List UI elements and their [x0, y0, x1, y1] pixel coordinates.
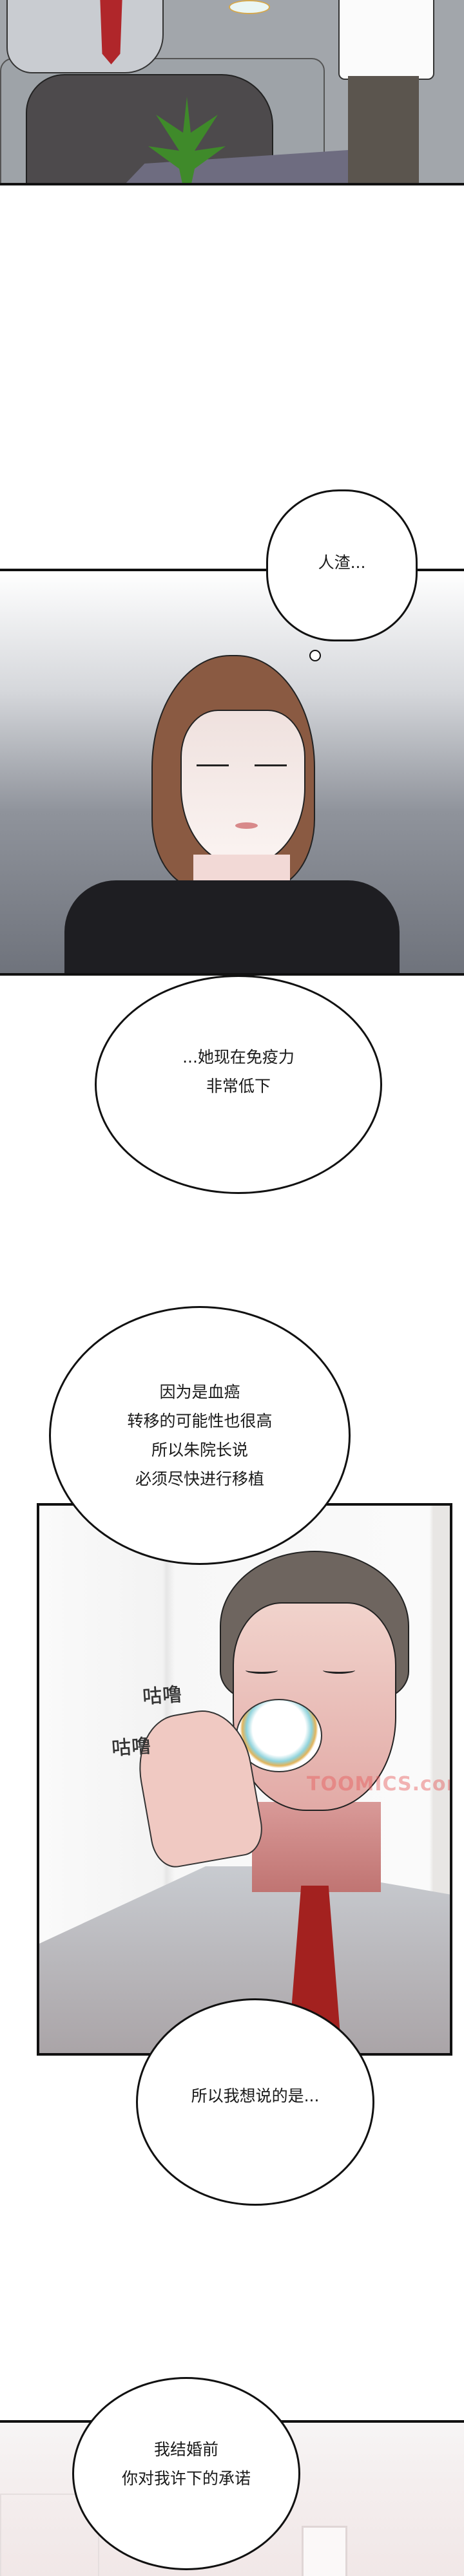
woman-eye-left: [197, 764, 229, 773]
dialogue-line: ...她现在免疫力: [182, 1048, 295, 1066]
toomics-watermark-logo: TOOMICS.com: [307, 1773, 452, 1795]
man-eye-left: [246, 1667, 278, 1674]
thought-tail-dot: [309, 650, 321, 661]
thought-bubble: 人渣...: [266, 489, 418, 641]
panel-office-sofa: [0, 0, 464, 185]
dialogue-line: 所以我想说的是...: [191, 2086, 320, 2105]
speech-bubble-2: 因为是血癌 转移的可能性也很高 所以朱院长说 必须尽快进行移植: [49, 1306, 351, 1565]
red-tie: [100, 0, 122, 64]
woman-white-coat: [338, 0, 434, 80]
speech-bubble-3: 所以我想说的是...: [136, 1998, 374, 2206]
dialogue-line: 我结婚前: [153, 2440, 218, 2459]
thought-text: 人渣...: [318, 553, 366, 572]
panel-woman-thinking: [0, 569, 464, 976]
woman-eye-right: [255, 764, 287, 773]
dialogue-line: 因为是血癌: [159, 1383, 240, 1401]
dialogue-line: 你对我许下的承诺: [121, 2469, 251, 2488]
speech-bubble-1: ...她现在免疫力 非常低下: [95, 975, 382, 1194]
woman-lips: [235, 822, 258, 829]
dialogue-line: 非常低下: [206, 1077, 271, 1095]
panel-man-drinking-tea: 咕噜 咕噜 TOOMICS.com: [37, 1503, 452, 2056]
dialogue-line: 转移的可能性也很高: [127, 1412, 273, 1430]
dialogue-line: 必须尽快进行移植: [135, 1470, 264, 1488]
man-torso: [6, 0, 164, 73]
woman-face: [180, 710, 305, 867]
dialogue-line: 所以朱院长说: [151, 1441, 248, 1459]
woman-legs: [348, 76, 419, 183]
man-neck: [252, 1802, 381, 1892]
speech-bubble-4: 我结婚前 你对我许下的承诺: [72, 2377, 300, 2570]
man-eye-right: [323, 1667, 355, 1674]
sound-effect-gulp-1: 咕噜: [142, 1683, 184, 1709]
sound-effect-gulp-2: 咕噜: [111, 1734, 153, 1761]
teacup-saucer-icon: [229, 0, 270, 14]
woman-black-top: [64, 880, 400, 973]
wall-sign: [302, 2526, 347, 2576]
